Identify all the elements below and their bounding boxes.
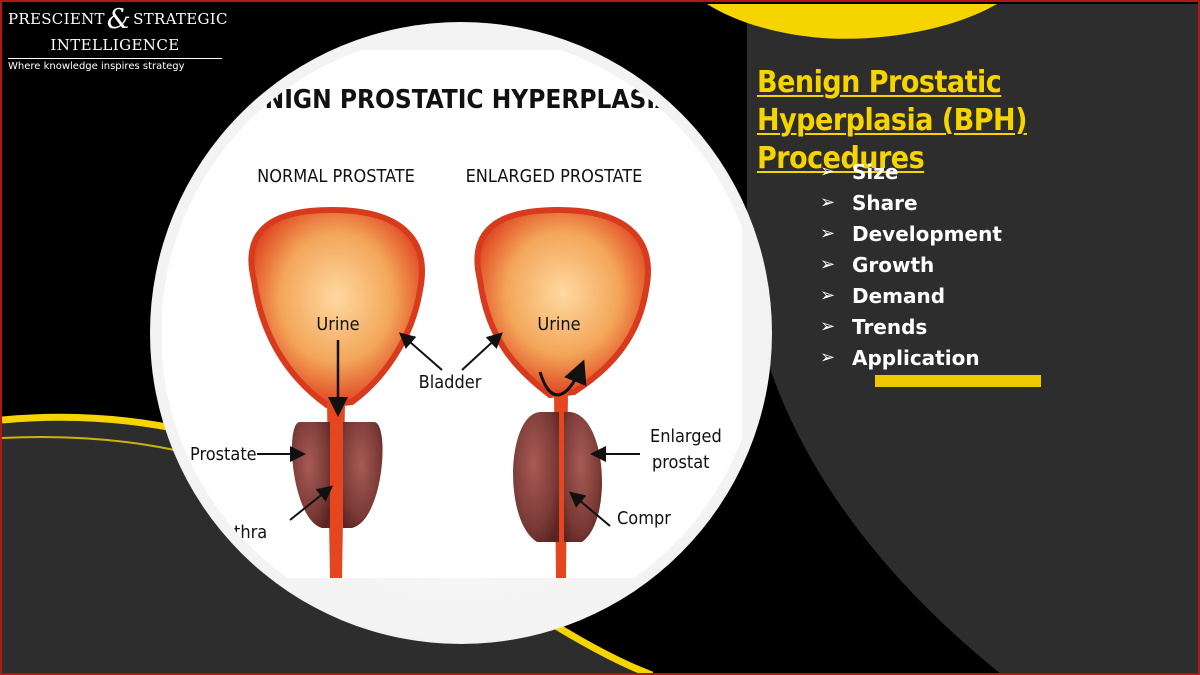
urine-label-normal: Urine — [316, 314, 359, 335]
compressed-label: Compr — [617, 508, 671, 529]
enlarged-label-line2: prostat — [652, 452, 710, 473]
bullet-item-share: ➢ Share — [820, 187, 1002, 218]
bullet-label: Development — [852, 221, 1002, 246]
bullet-arrow-icon: ➢ — [820, 347, 836, 368]
urethra-label: thra — [234, 522, 267, 543]
bullet-arrow-icon: ➢ — [820, 161, 836, 182]
bph-illustration: BENIGN PROSTATIC HYPERPLASIA NORMAL PROS… — [162, 50, 742, 578]
enlarged-label-line1: Enlarged — [650, 426, 722, 447]
bullet-label: Trends — [852, 314, 928, 339]
brand-logo: PRESCIENT&STRATEGIC INTELLIGENCE Where k… — [8, 6, 227, 72]
bullet-arrow-icon: ➢ — [820, 223, 836, 244]
brand-line1: PRESCIENT&STRATEGIC — [8, 6, 227, 33]
bullet-label: Size — [852, 159, 899, 184]
slide-title: Benign Prostatic Hyperplasia (BPH) Proce… — [757, 65, 1027, 176]
bullet-item-growth: ➢ Growth — [820, 249, 1002, 280]
brand-word-prescient: PRESCIENT — [8, 10, 105, 28]
accent-bar — [875, 375, 1041, 387]
normal-prostate-label: NORMAL PROSTATE — [257, 166, 415, 187]
urine-label-enlarged: Urine — [537, 314, 580, 335]
feature-list: ➢ Size ➢ Share ➢ Development ➢ Growth ➢ Demand ➢ Tr… — [820, 156, 1002, 373]
bullet-arrow-icon: ➢ — [820, 254, 836, 275]
bullet-item-application: ➢ Application — [820, 342, 1002, 373]
bullet-label: Growth — [852, 252, 935, 277]
bladder-label: Bladder — [419, 372, 482, 393]
bullet-label: Application — [852, 345, 980, 370]
bullet-arrow-icon: ➢ — [820, 192, 836, 213]
prostate-label: Prostate — [190, 444, 257, 465]
bullet-label: Demand — [852, 283, 946, 308]
enlarged-prostate-label: ENLARGED PROSTATE — [466, 166, 643, 187]
bullet-arrow-icon: ➢ — [820, 316, 836, 337]
brand-ampersand: & — [106, 4, 132, 35]
bullet-item-trends: ➢ Trends — [820, 311, 1002, 342]
brand-tagline: Where knowledge inspires strategy — [8, 61, 185, 72]
brand-word-strategic: STRATEGIC — [133, 10, 228, 28]
bullet-item-size: ➢ Size — [820, 156, 1002, 187]
bullet-item-development: ➢ Development — [820, 218, 1002, 249]
bullet-label: Share — [852, 190, 918, 215]
bullet-item-demand: ➢ Demand — [820, 280, 1002, 311]
brand-line2: INTELLIGENCE — [50, 36, 180, 54]
bullet-arrow-icon: ➢ — [820, 285, 836, 306]
enlarged-bladder — [474, 206, 651, 578]
brand-divider — [8, 58, 222, 59]
illustration-heading: BENIGN PROSTATIC HYPERPLASIA — [231, 85, 673, 115]
